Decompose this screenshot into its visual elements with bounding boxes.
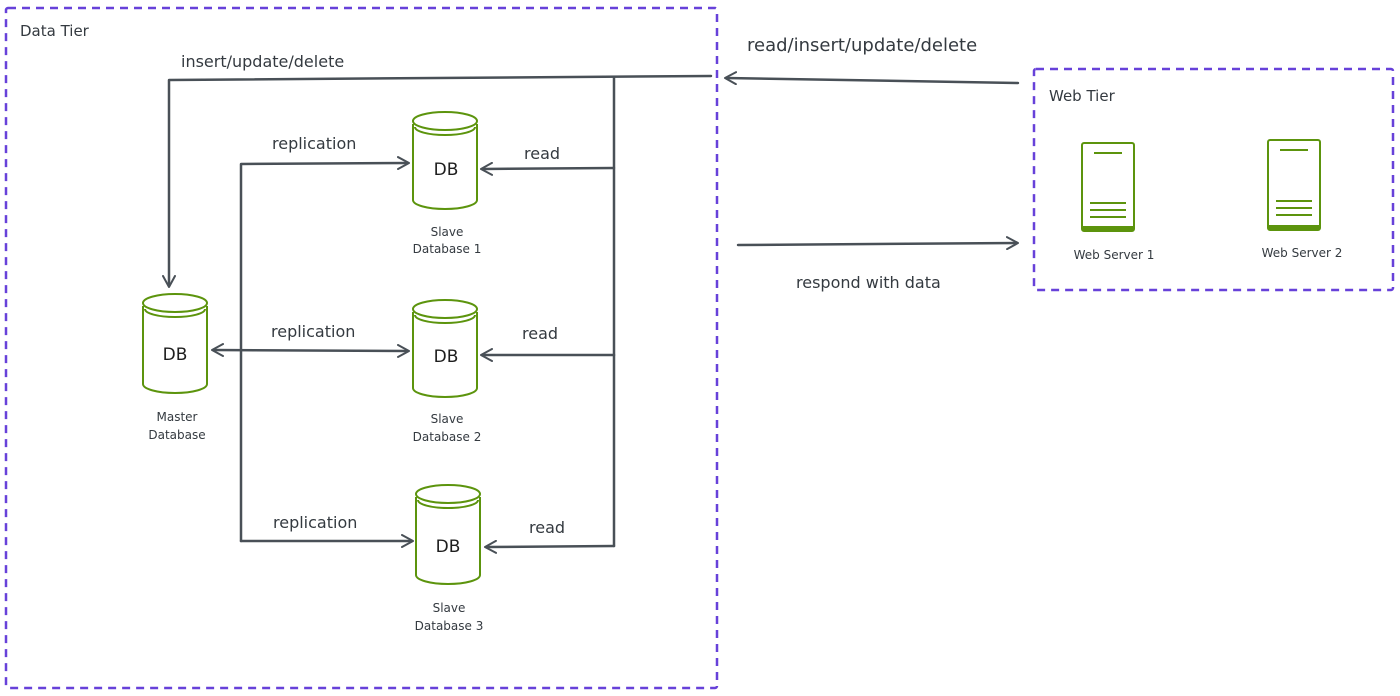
web-server-1-label: Web Server 1 bbox=[1074, 248, 1155, 262]
edge-read-3: read bbox=[484, 518, 616, 554]
data-tier-label: Data Tier bbox=[20, 22, 90, 40]
data-tier-box: Data Tier bbox=[4, 6, 719, 690]
edge-read-insert-update-delete: read/insert/update/delete bbox=[724, 35, 1020, 86]
slave-database-3: DB Slave Database 3 bbox=[415, 484, 484, 633]
database-cylinder-icon bbox=[415, 484, 481, 585]
edge-read-1: read bbox=[480, 144, 616, 176]
slave-db-3-icon-text: DB bbox=[436, 537, 461, 557]
slave-database-1: DB Slave Database 1 bbox=[412, 111, 482, 256]
edge-respond-with-data: respond with data bbox=[736, 236, 1019, 292]
master-database: DB Master Database bbox=[142, 293, 208, 442]
edge-replication-3: replication bbox=[239, 513, 414, 548]
database-cylinder-icon bbox=[412, 111, 478, 210]
web-tier-label: Web Tier bbox=[1049, 87, 1116, 105]
edge-label-read-3: read bbox=[529, 518, 565, 537]
slave-db-1-icon-text: DB bbox=[434, 160, 459, 180]
web-tier-box: Web Tier bbox=[1032, 67, 1395, 292]
edge-replication-1: replication bbox=[239, 134, 410, 543]
master-db-label-line1: Master bbox=[157, 410, 198, 424]
database-cylinder-icon bbox=[142, 293, 208, 394]
master-db-icon-text: DB bbox=[163, 345, 188, 365]
edge-label-read-2: read bbox=[522, 324, 558, 343]
server-icon bbox=[1267, 139, 1321, 231]
edge-read-2: read bbox=[480, 324, 616, 362]
slave-db-1-label-line2: Database 1 bbox=[413, 242, 482, 256]
edge-label-replication-2: replication bbox=[271, 322, 355, 341]
slave-database-2: DB Slave Database 2 bbox=[412, 299, 482, 444]
slave-db-3-label-line1: Slave bbox=[433, 601, 466, 615]
slave-db-1-label-line1: Slave bbox=[431, 225, 464, 239]
slave-db-2-label-line1: Slave bbox=[431, 412, 464, 426]
edge-label-insert-update-delete: insert/update/delete bbox=[181, 52, 344, 71]
slave-db-2-icon-text: DB bbox=[434, 347, 459, 367]
web-server-2: Web Server 2 bbox=[1262, 139, 1343, 260]
edge-replication-2: replication bbox=[211, 322, 410, 358]
web-server-2-label: Web Server 2 bbox=[1262, 246, 1343, 260]
slave-db-2-label-line2: Database 2 bbox=[413, 430, 482, 444]
edge-label-respond-with-data: respond with data bbox=[796, 273, 941, 292]
edge-insert-update-delete: insert/update/delete bbox=[162, 52, 713, 288]
edge-label-read-insert-update-delete: read/insert/update/delete bbox=[747, 35, 977, 56]
edge-label-replication-3: replication bbox=[273, 513, 357, 532]
slave-db-3-label-line2: Database 3 bbox=[415, 619, 484, 633]
master-db-label-line2: Database bbox=[148, 428, 205, 442]
server-icon bbox=[1081, 142, 1135, 232]
edge-label-read-1: read bbox=[524, 144, 560, 163]
edge-label-replication-1: replication bbox=[272, 134, 356, 153]
web-server-1: Web Server 1 bbox=[1074, 142, 1155, 262]
database-cylinder-icon bbox=[412, 299, 478, 398]
